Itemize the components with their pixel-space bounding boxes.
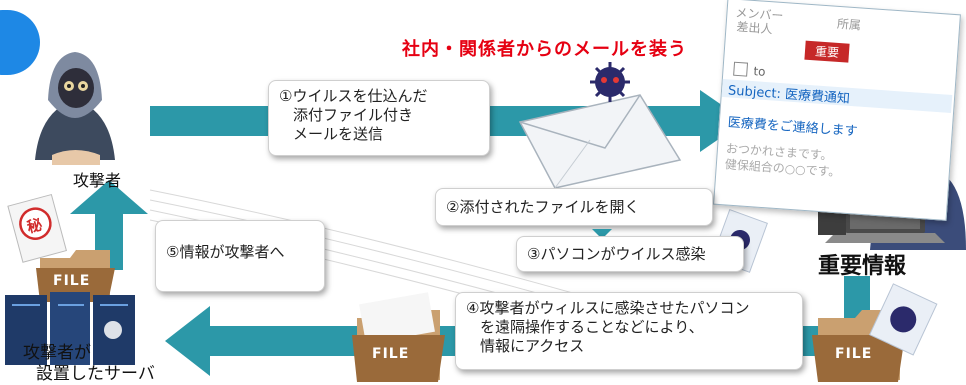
server-label-line2: 設置したサーバ	[36, 364, 155, 384]
mail-to-checkbox	[733, 61, 749, 77]
step3-callout: ③パソコンがウイルス感染	[516, 236, 744, 272]
mail-window: メンバー 差出人 所属 重要 to Subject: 医療費通知 医療費をご連絡…	[713, 0, 961, 221]
folder-icon	[352, 292, 445, 382]
file-tag-pc: FILE	[835, 346, 873, 362]
step4-line3: 情報にアクセス	[480, 337, 585, 355]
step2-text: ②添付されたファイルを開く	[446, 198, 640, 216]
mail-subject: Subject: 医療費通知	[721, 78, 953, 113]
important-info-label: 重要情報	[818, 254, 907, 279]
step4-callout: ④攻撃者がウィルスに感染させたパソコン を遠隔操作することなどにより、 情報にア…	[455, 292, 803, 370]
step5-text: ⑤情報が攻撃者へ	[166, 243, 285, 261]
file-tag-step4: FILE	[372, 346, 410, 362]
file-tag-server: FILE	[53, 273, 91, 289]
step4-line2: を遠隔操作することなどにより、	[480, 318, 704, 336]
server-label-line1: 攻撃者が	[23, 343, 91, 363]
envelope-icon	[518, 94, 682, 189]
step2-arrow	[592, 229, 612, 239]
hacker-icon	[35, 52, 115, 165]
virus-icon	[590, 62, 630, 102]
step1-callout: ①ウイルスを仕込んだ 添付ファイル付き メールを送信	[268, 80, 490, 156]
step5-callout: ⑤情報が攻撃者へ	[155, 220, 325, 292]
mail-body-line1: 医療費をご連絡します	[727, 115, 859, 140]
mail-affiliation: 所属	[836, 16, 862, 33]
headline: 社内・関係者からのメールを装う	[402, 39, 687, 60]
mail-priority: 重要	[804, 40, 850, 63]
step3-text: ③パソコンがウイルス感染	[527, 245, 706, 263]
mail-sender: 差出人	[736, 19, 773, 37]
step1-line2: 添付ファイル付き	[293, 106, 414, 124]
mail-to: to	[752, 64, 766, 79]
server-icon	[5, 292, 135, 365]
virus-icon	[868, 283, 938, 356]
secret-stamp-icon	[7, 193, 68, 263]
step1-line1: ①ウイルスを仕込んだ	[279, 87, 428, 105]
step4-line1: ④攻撃者がウィルスに感染させたパソコン	[466, 299, 750, 317]
attacker-label: 攻撃者	[73, 171, 122, 190]
step2-callout: ②添付されたファイルを開く	[435, 188, 713, 226]
step1-line3: メールを送信	[293, 125, 384, 143]
